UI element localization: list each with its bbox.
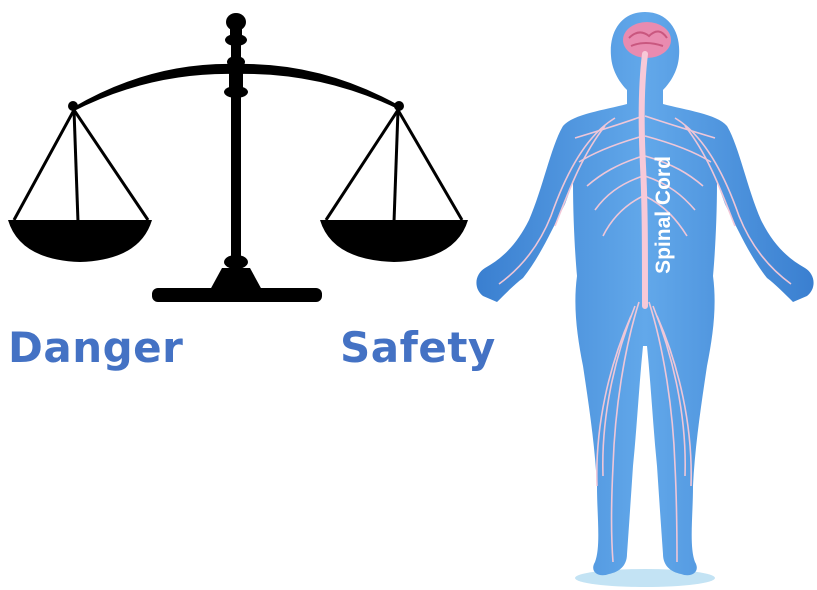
balance-scale-icon — [0, 0, 480, 320]
spinal-cord-label: Spinal Cord — [649, 155, 679, 275]
danger-label: Danger — [8, 327, 183, 369]
human-nervous-system-icon — [455, 6, 817, 590]
